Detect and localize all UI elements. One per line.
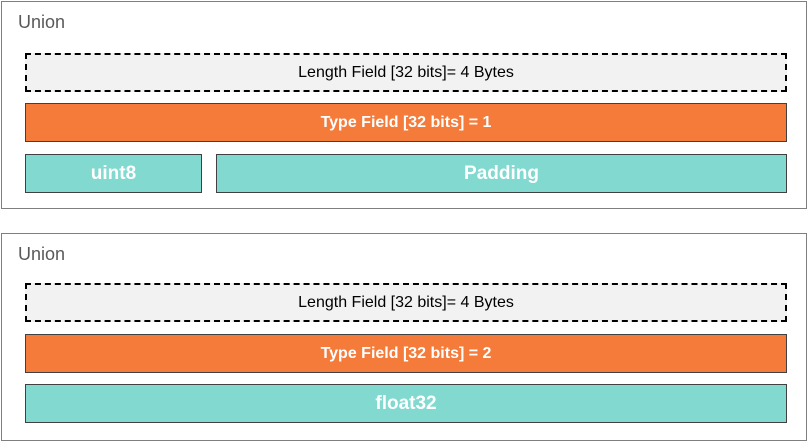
padding-field: Padding	[216, 154, 787, 193]
float32-field: float32	[25, 384, 787, 423]
length-field: Length Field [32 bits]= 4 Bytes	[25, 283, 787, 322]
union-box-2: Union Length Field [32 bits]= 4 Bytes Ty…	[1, 233, 807, 441]
union-title: Union	[18, 12, 66, 32]
union-box-1: Union Length Field [32 bits]= 4 Bytes Ty…	[1, 1, 807, 209]
type-field: Type Field [32 bits] = 2	[25, 334, 787, 373]
length-field: Length Field [32 bits]= 4 Bytes	[25, 53, 787, 92]
union-title: Union	[18, 244, 66, 264]
uint8-field: uint8	[25, 154, 202, 193]
type-field: Type Field [32 bits] = 1	[25, 103, 787, 142]
